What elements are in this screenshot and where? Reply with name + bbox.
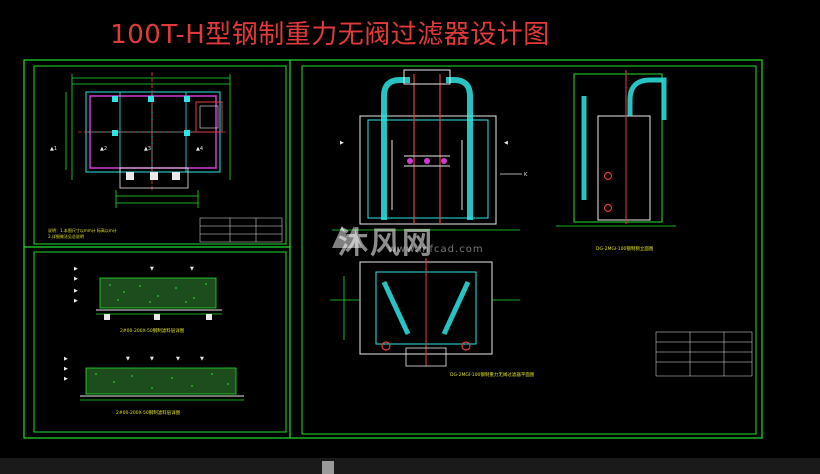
svg-text:▼: ▼ [190, 266, 194, 272]
svg-text:2.详细做法见总说明: 2.详细做法见总说明 [48, 233, 84, 239]
watermark-url: www.mfcad.com [388, 244, 484, 255]
svg-text:◀: ◀ [504, 140, 508, 146]
watermark-logo-icon [332, 226, 362, 248]
title-block [655, 331, 753, 377]
svg-text:DG-2MGI-100钢制侧立面图: DG-2MGI-100钢制侧立面图 [596, 245, 654, 252]
svg-text:▲2: ▲2 [100, 146, 107, 152]
svg-text:▶: ▶ [74, 288, 78, 294]
elevation-view-panel: K ▶ ◀ DG-2MGI-100钢制侧立面图 [301, 65, 757, 435]
sheet-frame [23, 59, 763, 439]
svg-text:▼: ▼ [150, 356, 154, 362]
svg-text:▶: ▶ [64, 376, 68, 382]
horizontal-scroll-thumb[interactable] [322, 461, 334, 474]
svg-text:▼: ▼ [176, 356, 180, 362]
svg-text:K: K [524, 172, 528, 178]
svg-text:▼: ▼ [150, 266, 154, 272]
svg-text:▶: ▶ [64, 366, 68, 372]
horizontal-scroll-track[interactable] [0, 458, 820, 474]
svg-text:▶: ▶ [64, 356, 68, 362]
section-view-panel: ▶ ▶ ▶ ▶ ▼ ▼ 2#00-200X-50钢制滤料层详图 ▶ ▶ ▶ ▼ ▼ ▼ ▼ 2#0… [33, 251, 287, 433]
svg-text:▶: ▶ [74, 266, 78, 272]
svg-text:▶: ▶ [74, 276, 78, 282]
svg-text:2#00-200X-50钢制滤料层详图: 2#00-200X-50钢制滤料层详图 [120, 327, 185, 334]
svg-text:▶: ▶ [340, 140, 344, 146]
svg-text:2#00-200X-50钢制滤料层详图: 2#00-200X-50钢制滤料层详图 [116, 409, 181, 416]
plan-view-panel: ▲1 ▲2 ▲3 ▲4 说明：1.本图尺寸以mm计 标高以m计 2.详细做法见总说明 [33, 65, 287, 245]
svg-text:▼: ▼ [200, 356, 204, 362]
svg-text:▼: ▼ [126, 356, 130, 362]
drawing-title: 100T-H型钢制重力无阀过滤器设计图 [110, 20, 550, 50]
bottom-plan-section: DG-2MGI-100钢制重力无阀过滤器平面图 [330, 258, 535, 378]
front-elevation: K ▶ ◀ [332, 69, 528, 231]
side-elevation: DG-2MGI-100钢制侧立面图 [556, 70, 676, 252]
svg-text:▲4: ▲4 [196, 146, 203, 152]
svg-text:▶: ▶ [74, 298, 78, 304]
svg-text:说明：1.本图尺寸以mm计 标高以m计: 说明：1.本图尺寸以mm计 标高以m计 [48, 227, 117, 233]
svg-text:▲1: ▲1 [50, 146, 57, 152]
svg-text:▲3: ▲3 [144, 146, 151, 152]
svg-text:DG-2MGI-100钢制重力无阀过滤器平面图: DG-2MGI-100钢制重力无阀过滤器平面图 [450, 371, 535, 378]
watermark-text: 沐风网 [338, 226, 434, 261]
